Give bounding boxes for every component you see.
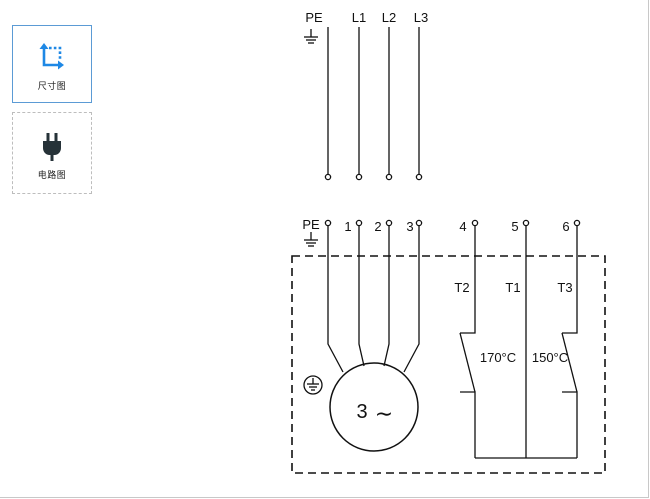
motor-lead-pe <box>327 226 344 373</box>
thermostat-label-t3: 150°C <box>532 350 568 365</box>
supply-label-l3: L3 <box>414 10 428 25</box>
terminal-label-5: 5 <box>511 219 518 234</box>
terminal-label-2: 2 <box>374 219 381 234</box>
terminal-label-pe: PE <box>302 217 320 232</box>
terminal-label-4: 4 <box>459 219 466 234</box>
terminal-label-1: 1 <box>344 219 351 234</box>
supply-label-l1: L1 <box>352 10 366 25</box>
earth-symbol <box>303 375 323 395</box>
dimension-drawing-label: 尺寸图 <box>37 80 67 91</box>
supply-terminal-l1 <box>355 173 363 181</box>
terminal-label-6: 6 <box>562 219 569 234</box>
thermostat-t3-contact <box>561 332 578 393</box>
supply-label-l2: L2 <box>382 10 396 25</box>
terminal-pe <box>324 219 332 227</box>
supply-label-pe: PE <box>305 10 323 25</box>
terminal-5 <box>522 219 530 227</box>
sensor-label-t2: T2 <box>454 280 469 295</box>
terminal-label-3: 3 <box>406 219 413 234</box>
sensor-label-t1: T1 <box>505 280 520 295</box>
circuit-diagram-label: 电路图 <box>37 169 67 180</box>
supply-terminal-l3 <box>415 173 423 181</box>
plug-icon <box>43 132 61 161</box>
dimension-icon <box>39 42 64 69</box>
terminal-3 <box>415 219 423 227</box>
supply-terminal-pe <box>324 173 332 181</box>
thermostat-t2-contact <box>459 332 476 393</box>
terminal-2 <box>385 219 393 227</box>
motor-enclosure <box>291 255 606 474</box>
motor-lead-2 <box>383 226 390 367</box>
ground-symbol-top <box>304 29 318 44</box>
motor-phase-label: 3 <box>356 401 367 423</box>
thermostat-label-t2: 170°C <box>480 350 516 365</box>
motor-ac-symbol: ∼ <box>375 401 393 426</box>
motor-lead-1 <box>358 226 365 367</box>
terminal-6 <box>573 219 581 227</box>
dimension-drawing-button[interactable]: 尺寸图 <box>12 25 92 103</box>
terminal-1 <box>355 219 363 227</box>
thermostat-t2-upper <box>460 226 476 334</box>
circuit-diagram-button[interactable]: 电路图 <box>12 112 92 194</box>
thermostat-t3-upper <box>562 226 578 334</box>
thermostat-t3-lower <box>562 391 578 458</box>
thermostat-t2-lower <box>460 391 476 458</box>
motor-circle <box>329 362 419 452</box>
motor-lead-3 <box>403 226 420 373</box>
sensor-label-t3: T3 <box>557 280 572 295</box>
supply-terminal-l2 <box>385 173 393 181</box>
ground-symbol-terminal <box>304 232 318 247</box>
terminal-4 <box>471 219 479 227</box>
